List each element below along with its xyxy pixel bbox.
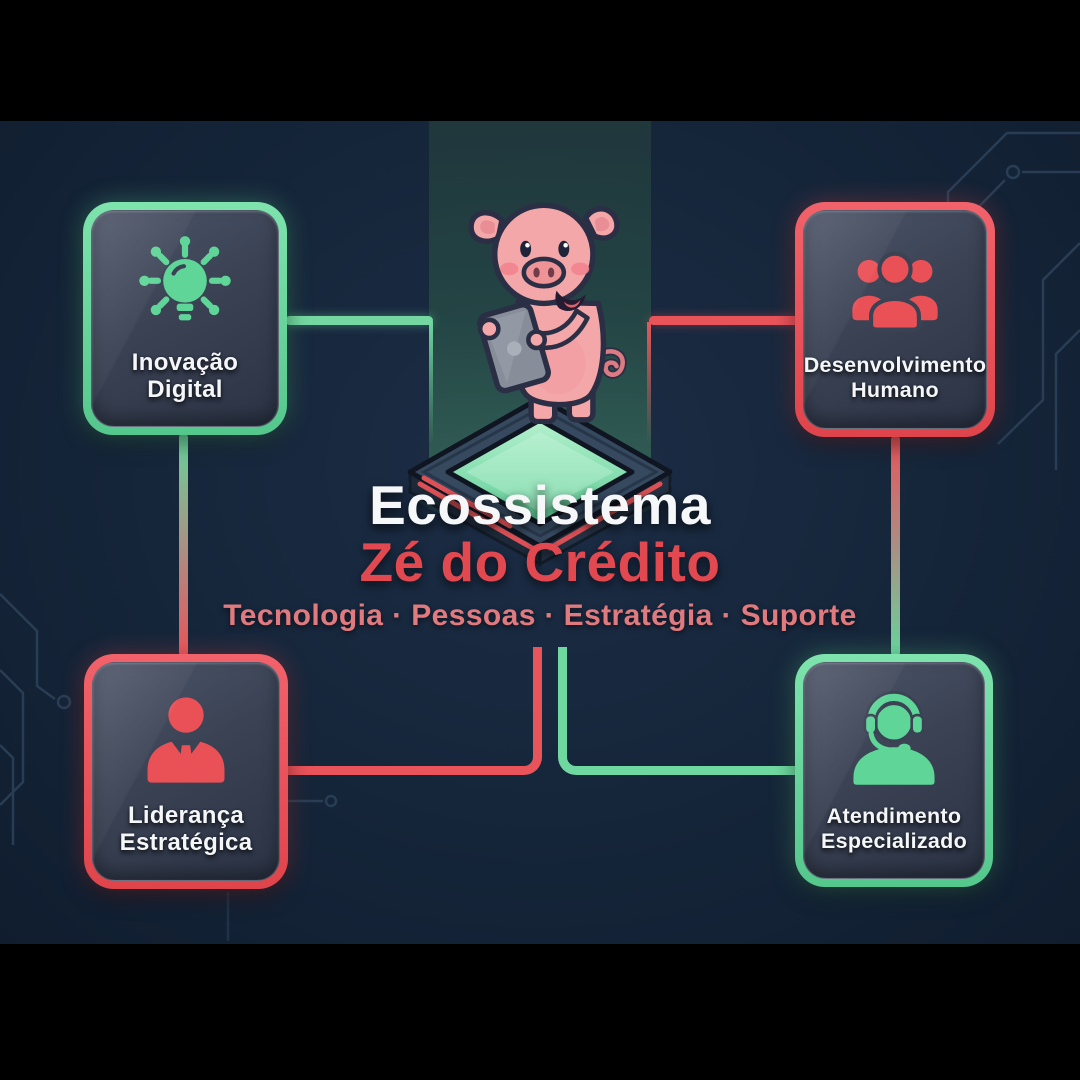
connector-right-vertical bbox=[891, 435, 900, 657]
card-label: Atendimento Especializado bbox=[820, 804, 968, 853]
card-label: Desenvolvimento Humano bbox=[803, 353, 987, 402]
connector-bottom-right bbox=[558, 647, 795, 775]
letterbox-top bbox=[0, 0, 1080, 121]
connector-top-left bbox=[285, 316, 433, 325]
title-block: Ecossistema Zé do Crédito Tecnologia · P… bbox=[0, 474, 1080, 633]
connector-left-vertical bbox=[179, 433, 188, 657]
card-inovacao-digital: Inovação Digital bbox=[83, 202, 287, 435]
card-lideranca-estrategica: Liderança Estratégica bbox=[84, 654, 288, 889]
connector-bottom-left bbox=[287, 647, 542, 775]
title-main: Ecossistema bbox=[369, 474, 711, 536]
card-label: Inovação Digital bbox=[131, 348, 239, 403]
card-atendimento-especializado: Atendimento Especializado bbox=[795, 654, 993, 887]
title-tagline: Tecnologia · Pessoas · Estratégia · Supo… bbox=[223, 599, 857, 633]
glow-edge-green bbox=[429, 322, 433, 444]
business-person-icon bbox=[147, 697, 225, 783]
lightbulb-network-icon bbox=[139, 235, 231, 320]
letterbox-bottom bbox=[0, 944, 1080, 1080]
pig-mascot-with-tablet bbox=[468, 202, 627, 424]
connector-top-right bbox=[649, 316, 799, 325]
glow-edge-red bbox=[647, 322, 651, 444]
card-label: Liderança Estratégica bbox=[119, 801, 253, 856]
people-group-icon bbox=[852, 251, 938, 333]
title-brand: Zé do Crédito bbox=[359, 531, 721, 594]
tech-platform bbox=[407, 395, 673, 567]
headset-agent-icon bbox=[853, 691, 935, 786]
card-desenvolvimento-humano: Desenvolvimento Humano bbox=[795, 202, 995, 437]
